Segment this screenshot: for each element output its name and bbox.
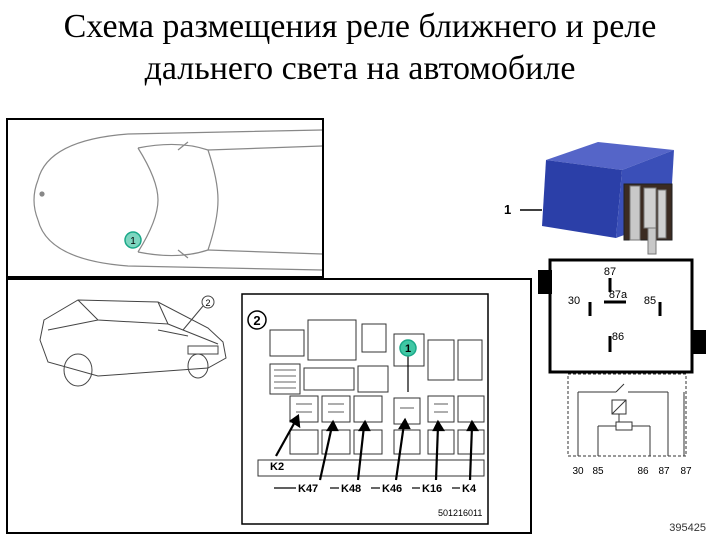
- relay-callout-1: 1: [504, 202, 511, 217]
- car-callout-2: 2: [205, 298, 210, 308]
- relay-photo: [542, 142, 674, 255]
- pin-30-top: 30: [568, 295, 580, 307]
- title-line-1: Схема размещения реле ближнего и реле: [63, 8, 657, 45]
- title-line-2: дальнего света на автомобиле: [144, 50, 576, 87]
- pin-85-bottom: 85: [592, 466, 604, 477]
- part-number: 501216011: [438, 508, 482, 518]
- label-k46: K46: [382, 483, 402, 495]
- callout-1-label: 1: [130, 236, 136, 247]
- label-k16: K16: [422, 483, 442, 495]
- pin-85-top: 85: [644, 295, 656, 307]
- label-k47: K47: [298, 483, 318, 495]
- relay-pinout: [538, 258, 706, 374]
- pin-86-bottom: 86: [637, 466, 649, 477]
- car-top-view-drawing: 1: [33, 129, 323, 271]
- pin-87-bottom-b: 87: [680, 466, 692, 477]
- car-top-view-panel: 1: [6, 118, 324, 278]
- fuse-box-callout-2: 2: [253, 313, 260, 328]
- relay-callout-1: 1: [405, 343, 411, 355]
- relay-diagram: 1 87 30 87a 85 86 30 85 86 87 87: [504, 142, 706, 477]
- label-k48: K48: [341, 483, 361, 495]
- pin-30-bottom: 30: [572, 466, 584, 477]
- relay-schematic: [567, 373, 687, 457]
- slide-title: Схема размещения реле ближнего и реле да…: [0, 6, 720, 90]
- pin-87-top: 87: [604, 266, 616, 278]
- pin-87-bottom-a: 87: [658, 466, 670, 477]
- pin-86-top: 86: [612, 331, 624, 343]
- image-reference-number: 395425: [669, 522, 706, 534]
- car-perspective-icon: [39, 299, 227, 387]
- label-k2: K2: [270, 461, 284, 473]
- engine-bay-panel: 2 2: [6, 278, 532, 534]
- callout-1-circle: [124, 231, 142, 249]
- engine-bay-drawing: 2 2: [39, 293, 489, 525]
- label-k4: K4: [462, 483, 477, 495]
- pin-87a-top: 87a: [609, 289, 628, 301]
- relay-slots: [257, 395, 485, 477]
